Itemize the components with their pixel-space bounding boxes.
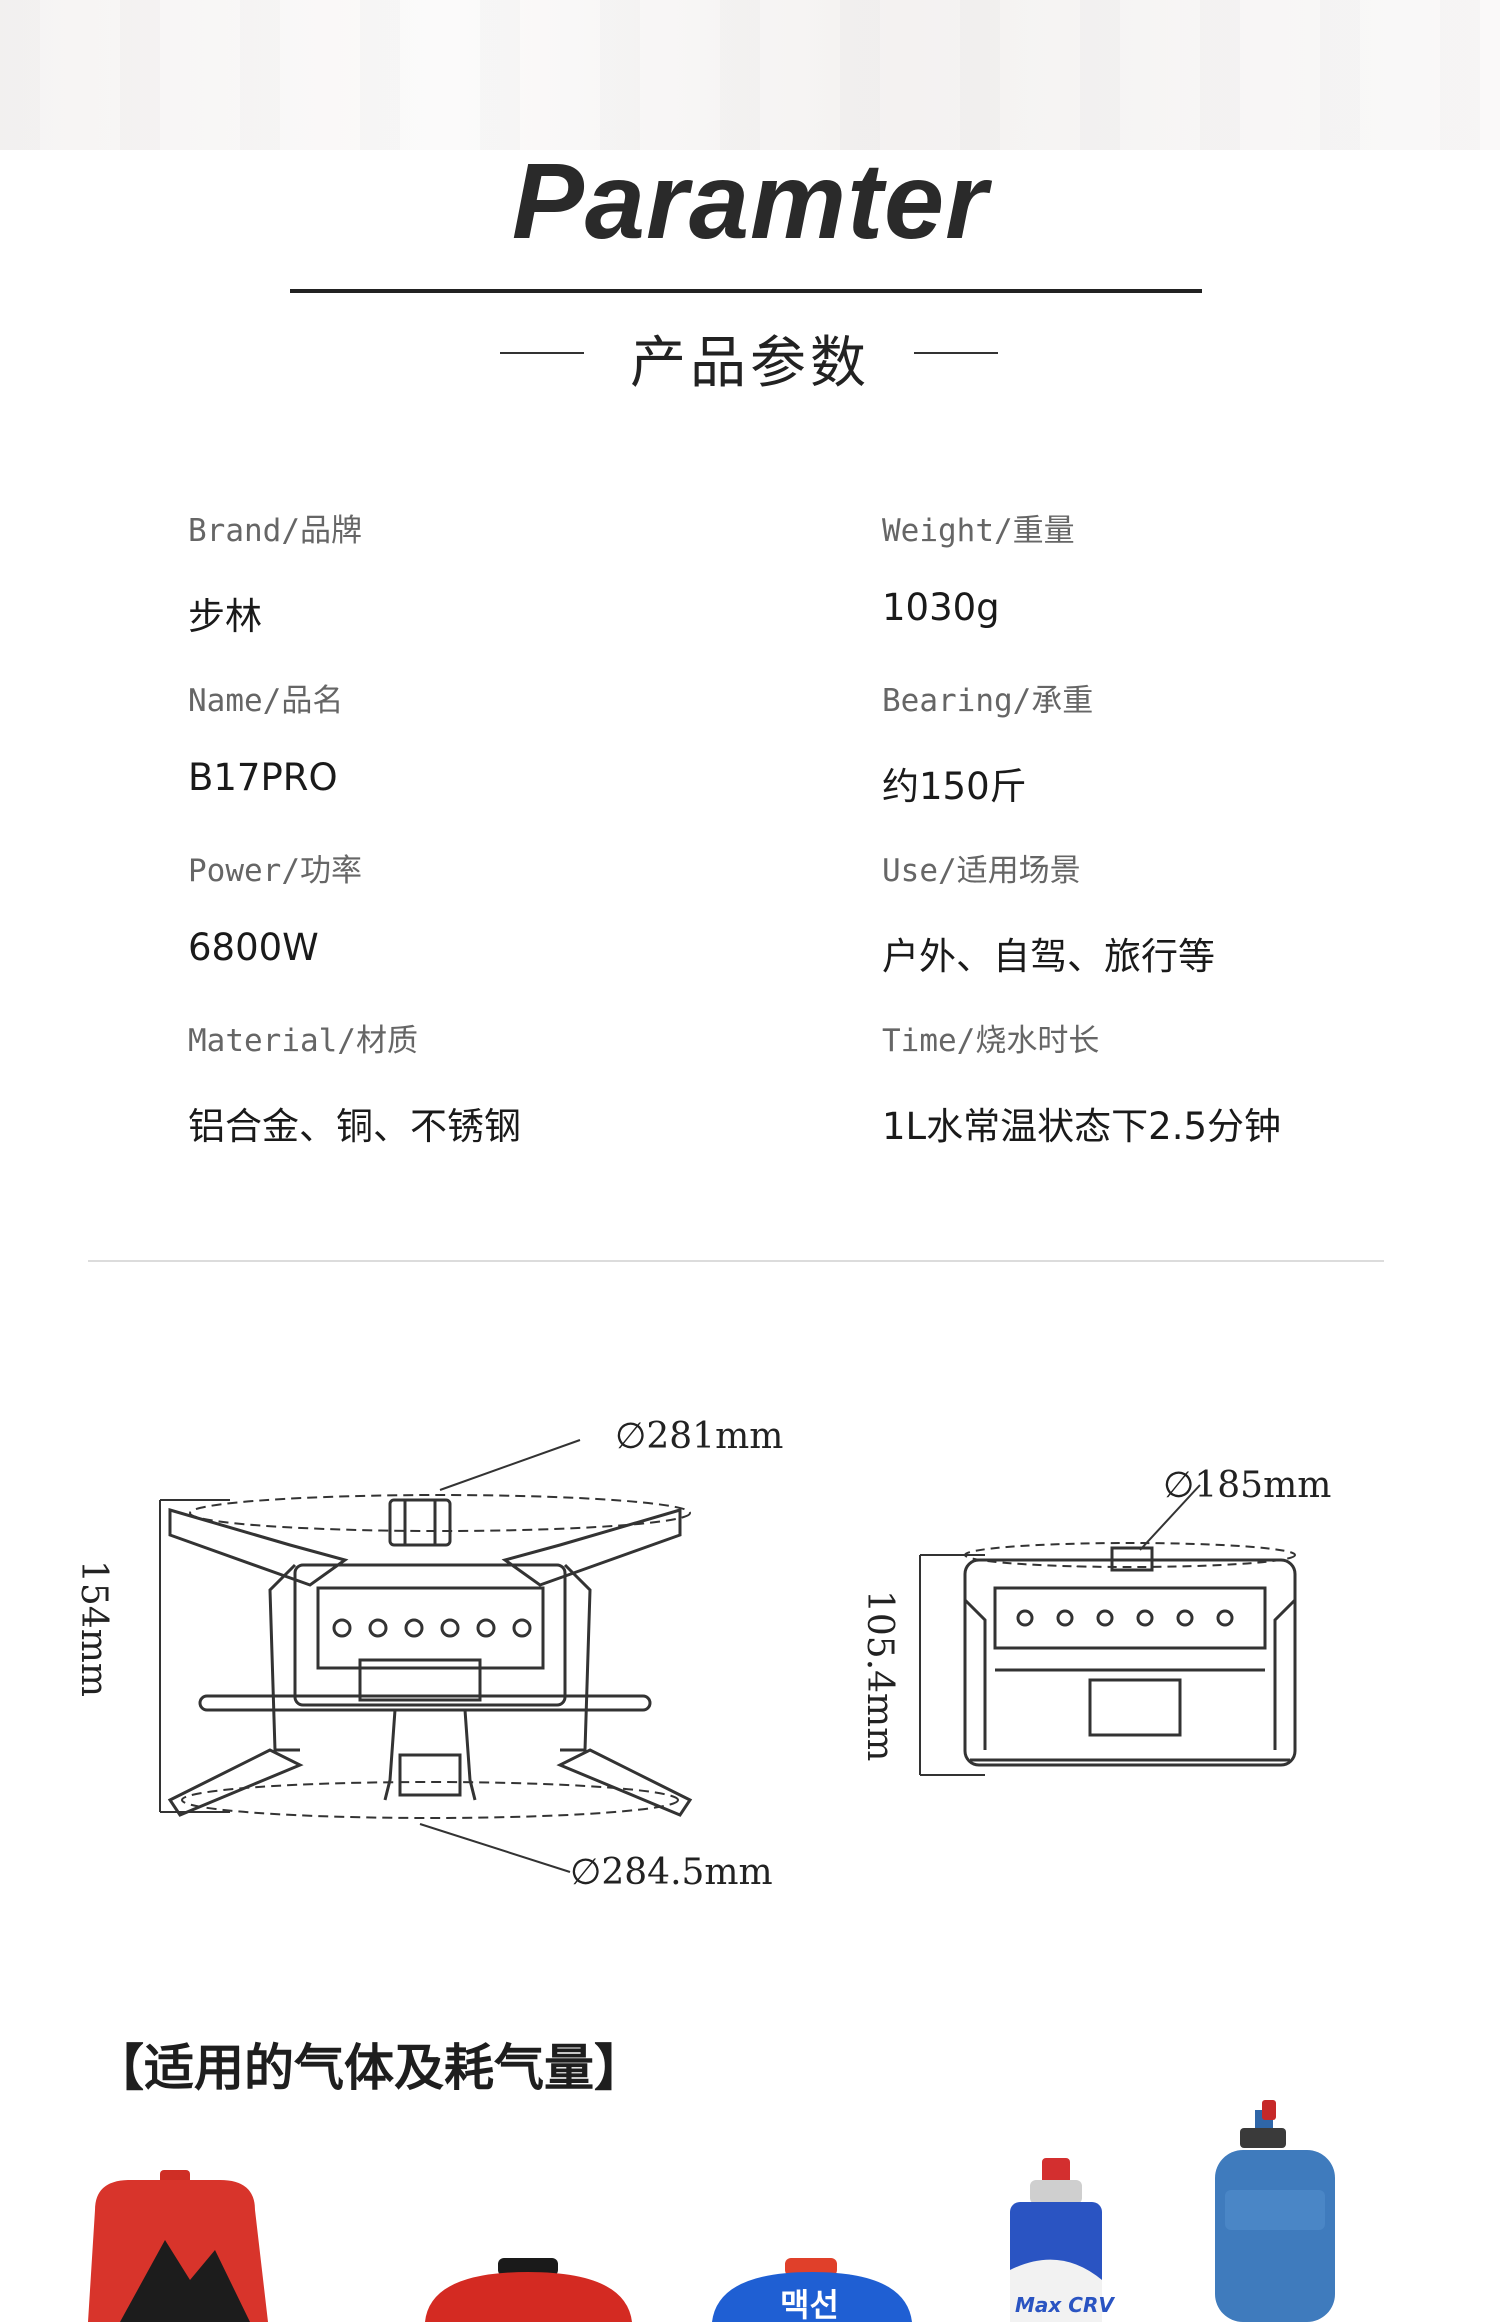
folded-stove-drawing [919, 1484, 1297, 1776]
stove-dimension-diagram: ∅281mm ∅284.5mm 154mm ∅185mm 105.4mm [73, 1416, 1331, 1893]
param-label: Brand/品牌 [188, 513, 362, 549]
folded-height: 105.4mm [859, 1590, 900, 1761]
subtitle-block: 产品参数 [0, 318, 1500, 396]
red-mountain-canister [88, 2170, 268, 2322]
param-label: Bearing/承重 [882, 683, 1094, 719]
open-height: 154mm [73, 1560, 114, 1697]
subtitle-left-line [500, 352, 584, 354]
param-value: 1030g [882, 586, 1000, 629]
top-photo-strip [0, 0, 1500, 150]
param-value: 铝合金、铜、不锈钢 [188, 1105, 521, 1148]
param-value: 步林 [188, 595, 262, 638]
param-label: Time/烧水时长 [882, 1023, 1100, 1059]
red-round-canister [425, 2258, 632, 2322]
param-brand: Brand/品牌 步林 [188, 505, 362, 640]
blue-can-text: 맥선 [780, 2286, 839, 2322]
gas-canister-row: 맥선 Max CRV [88, 2100, 1335, 2322]
subtitle: 产品参数 [630, 331, 870, 396]
folded-diameter: ∅185mm [1163, 1465, 1331, 1506]
param-name: Name/品名 B17PRO [188, 675, 343, 799]
cassette-gas-can: Max CRV [1010, 2158, 1115, 2322]
param-use: Use/适用场景 户外、自驾、旅行等 [882, 845, 1215, 980]
open-stove-drawing [159, 1439, 693, 1873]
param-weight: Weight/重量 1030g [882, 505, 1075, 629]
param-value: 户外、自驾、旅行等 [882, 935, 1215, 978]
page-title: Paramter [511, 140, 989, 261]
param-value: B17PRO [188, 756, 338, 799]
param-power: Power/功率 6800W [188, 845, 362, 969]
open-top-diameter: ∅281mm [615, 1416, 783, 1457]
section-divider [88, 1260, 1384, 1262]
gas-section-heading: 【适用的气体及耗气量】 [94, 2039, 644, 2097]
lpg-tank [1215, 2100, 1335, 2322]
param-label: Power/功率 [188, 853, 362, 889]
subtitle-right-line [914, 352, 998, 354]
param-value: 约150斤 [882, 765, 1027, 808]
param-time: Time/烧水时长 1L水常温状态下2.5分钟 [882, 1015, 1281, 1150]
cassette-can-text: Max CRV [1015, 2293, 1115, 2317]
param-value: 6800W [188, 926, 319, 969]
open-bottom-diameter: ∅284.5mm [570, 1852, 773, 1893]
param-material: Material/材质 铝合金、铜、不锈钢 [188, 1015, 521, 1150]
param-label: Material/材质 [188, 1023, 418, 1059]
param-value: 1L水常温状态下2.5分钟 [882, 1105, 1281, 1148]
blue-round-canister: 맥선 [712, 2258, 912, 2322]
param-label: Name/品名 [188, 683, 344, 719]
param-label: Weight/重量 [882, 513, 1075, 549]
param-label: Use/适用场景 [882, 853, 1081, 889]
param-bearing: Bearing/承重 约150斤 [882, 675, 1093, 810]
title-underline [290, 289, 1202, 293]
